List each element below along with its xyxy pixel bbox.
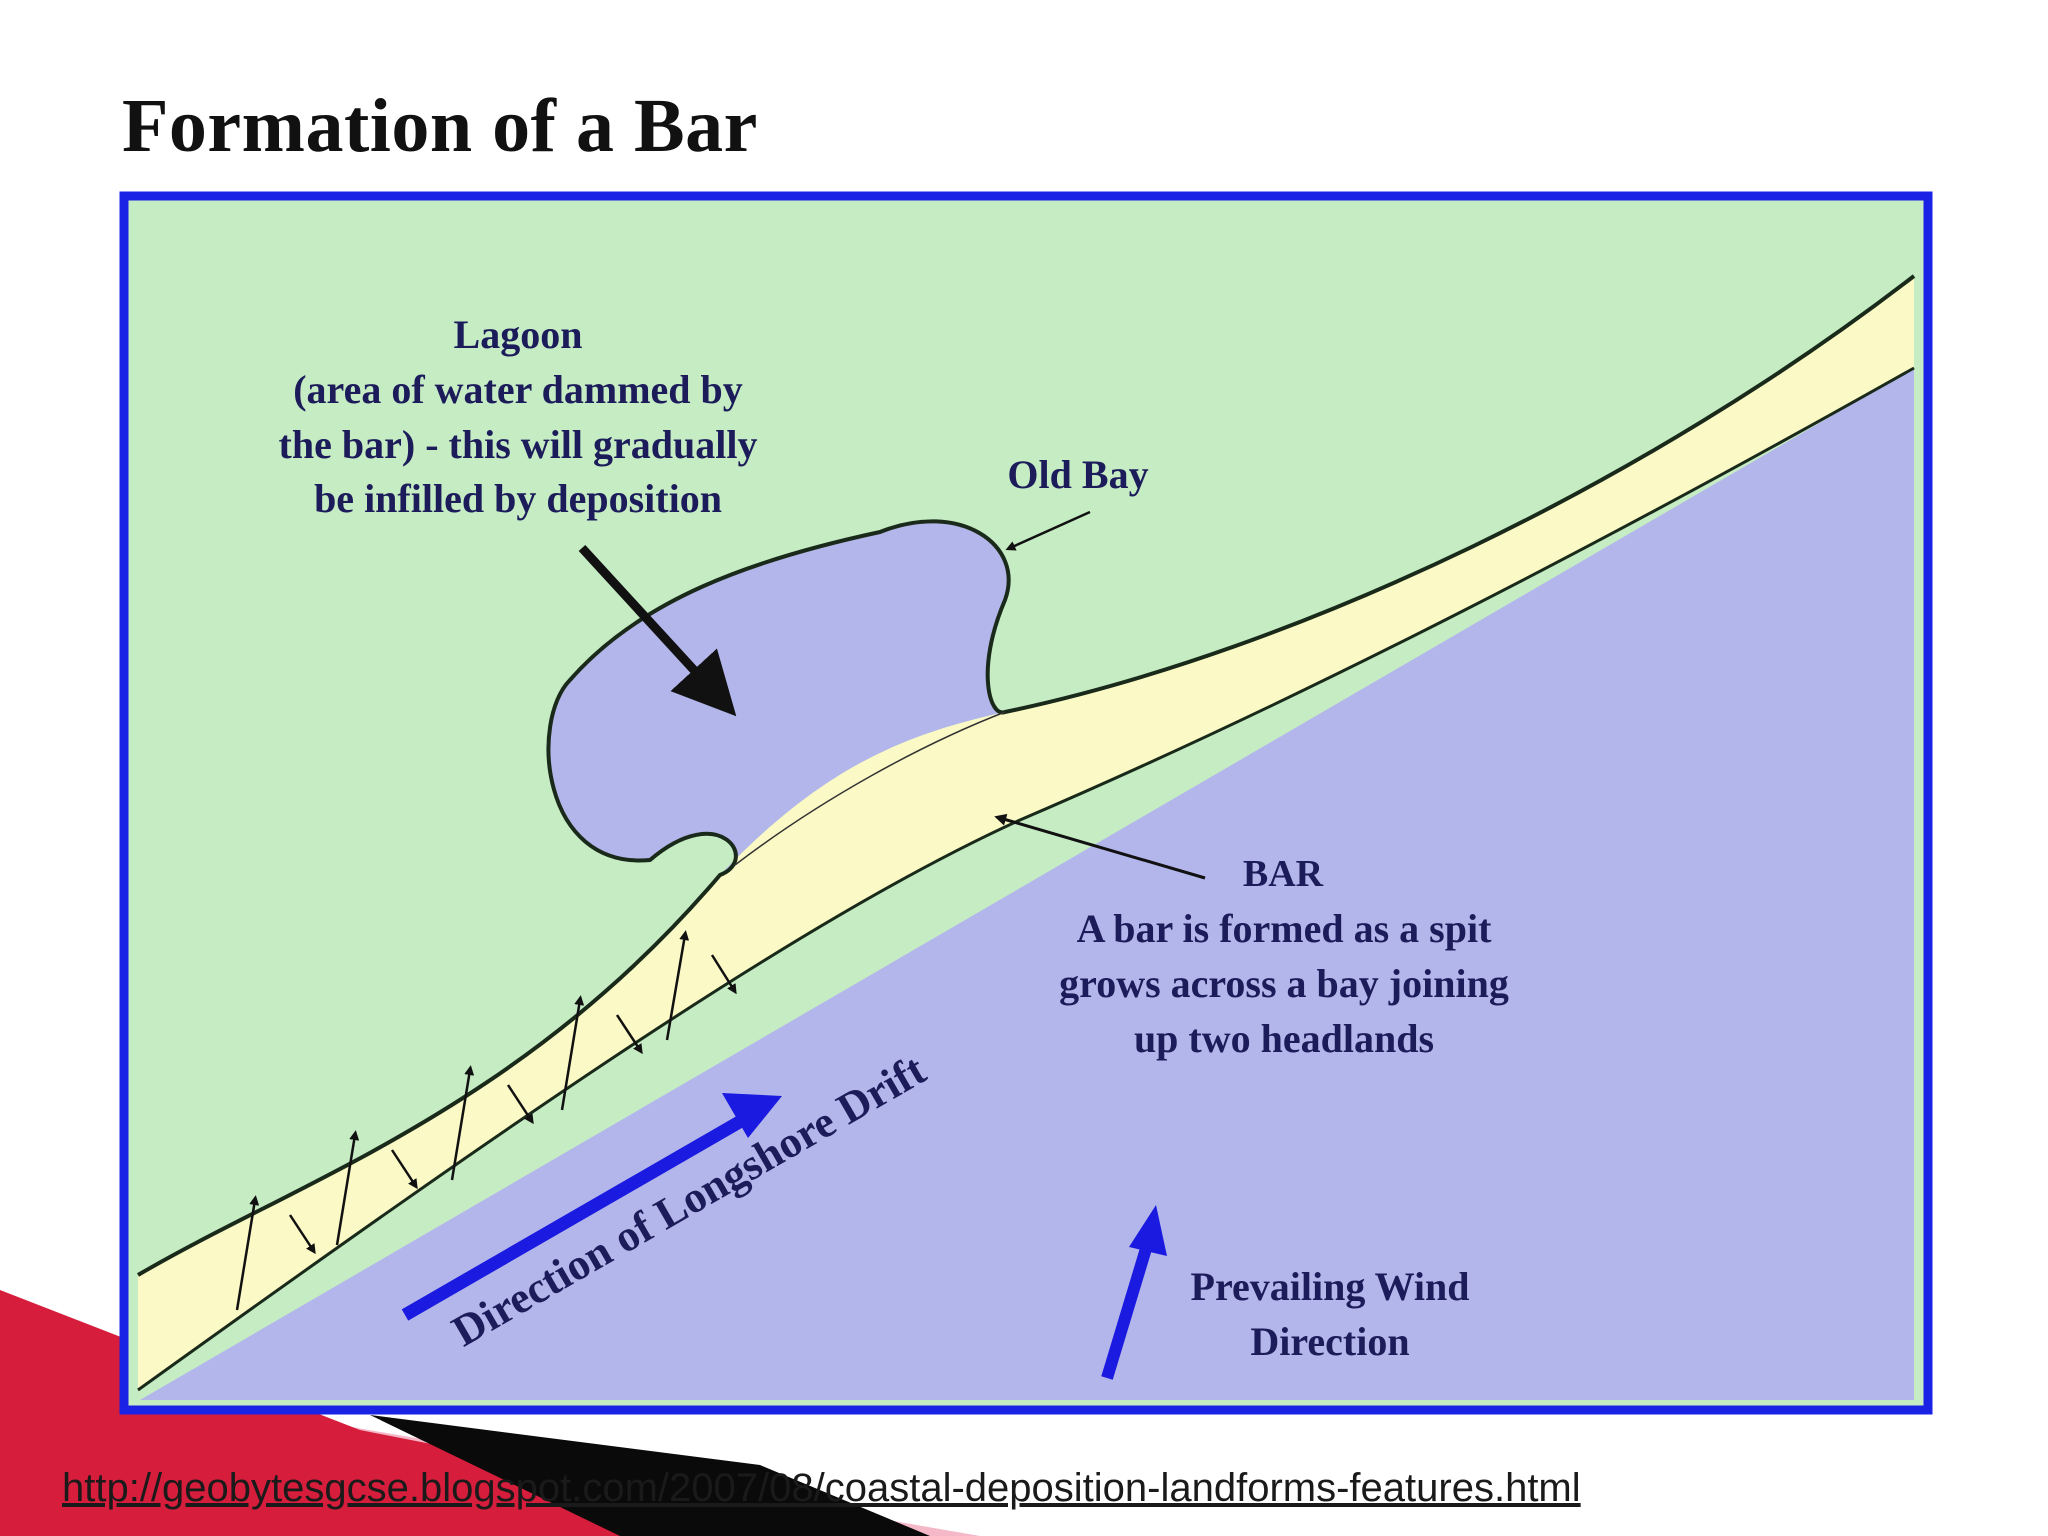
lagoon-description-line: the bar) - this will gradually	[279, 422, 758, 467]
backwash-arrow	[288, 1214, 316, 1255]
seaward-shoreline	[137, 366, 1915, 1392]
sea	[140, 368, 1914, 1400]
backwash-arrow	[390, 1149, 418, 1190]
bar-description-line: grows across a bay joining	[1059, 961, 1509, 1006]
bar-pointer-arrow	[994, 813, 1206, 880]
bar-inner-edge	[734, 711, 1006, 866]
corner-decoration-red	[0, 1290, 900, 1536]
swash-arrow	[235, 1195, 260, 1311]
bar-description-line: A bar is formed as a spit	[1077, 906, 1493, 951]
slide-title: Formation of a Bar	[122, 84, 758, 168]
old-bay-label: Old Bay	[1007, 452, 1148, 497]
lagoon-pointer-arrow	[578, 544, 737, 717]
lagoon-description-line: be infilled by deposition	[314, 476, 722, 521]
corner-decoration-black	[370, 1415, 930, 1536]
lagoon-heading: Lagoon	[454, 312, 583, 357]
bar-description-line: up two headlands	[1134, 1016, 1434, 1061]
old-coastline	[136, 274, 1916, 1277]
lagoon	[548, 521, 1009, 875]
old-bay-pointer-arrow	[1005, 510, 1091, 551]
longshore-drift-arrowhead	[722, 1093, 782, 1138]
swash-arrow	[665, 930, 690, 1041]
backwash-arrow	[710, 954, 737, 995]
wind-arrowhead	[1129, 1205, 1167, 1256]
wind-label-line: Direction	[1250, 1319, 1409, 1364]
source-link[interactable]: http://geobytesgcse.blogspot.com/2007/08…	[62, 1466, 1581, 1510]
backwash-arrow	[506, 1084, 534, 1125]
longshore-drift-arrow	[401, 1111, 752, 1321]
swash-arrow	[450, 1065, 475, 1181]
sand-bar	[138, 276, 1914, 1390]
backwash-arrow	[615, 1014, 643, 1055]
bar-heading: BAR	[1243, 853, 1324, 895]
wind-label-line: Prevailing Wind	[1191, 1264, 1470, 1309]
swash-arrow	[335, 1130, 360, 1246]
swash-arrow	[560, 995, 585, 1111]
swash-backwash-arrows	[235, 930, 737, 1311]
wind-arrow	[1101, 1240, 1154, 1380]
lagoon-description-line: (area of water dammed by	[293, 367, 743, 412]
